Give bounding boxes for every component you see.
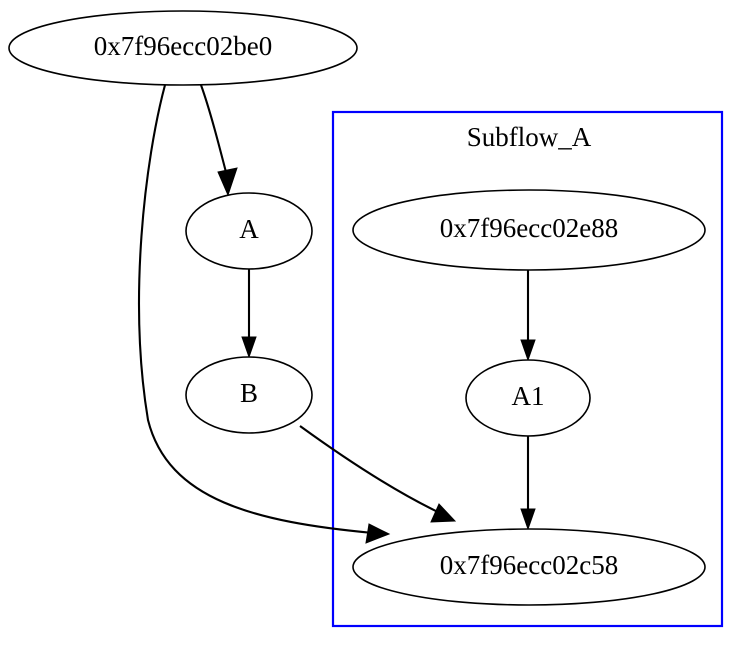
edge-line [299, 425, 441, 514]
edge-a1-to-sink [520, 436, 536, 531]
node-a-ellipse [185, 192, 313, 270]
node-sink-ellipse [352, 528, 706, 606]
edge-root-to-a [200, 84, 238, 197]
arrowhead-icon [520, 339, 536, 362]
node-root-ellipse [8, 10, 358, 86]
edge-line [200, 84, 230, 181]
node-a1[interactable]: A1 [465, 359, 591, 437]
node-b-ellipse [185, 356, 313, 434]
node-sub-head[interactable]: 0x7f96ecc02e88 [352, 189, 706, 271]
edges-layer [138, 84, 536, 544]
arrowhead-icon [365, 523, 391, 544]
edge-root-to-sink [138, 84, 391, 544]
node-a1-label: A1 [512, 381, 545, 411]
node-a1-ellipse [465, 359, 591, 437]
node-b-label: B [240, 378, 258, 408]
node-sub-head-ellipse [352, 189, 706, 271]
node-a-label: A [239, 214, 259, 244]
node-root[interactable]: 0x7f96ecc02be0 [8, 10, 358, 86]
node-sink[interactable]: 0x7f96ecc02c58 [352, 528, 706, 606]
edge-b-to-sink [299, 425, 457, 523]
node-sink-label: 0x7f96ecc02c58 [440, 550, 618, 580]
edge-a-to-b [241, 269, 257, 359]
node-root-label: 0x7f96ecc02be0 [94, 31, 272, 61]
node-a[interactable]: A [185, 192, 313, 270]
cluster-label: Subflow_A [467, 122, 592, 152]
edge-line [138, 84, 374, 535]
cluster-border [331, 110, 724, 628]
node-sub-head-label: 0x7f96ecc02e88 [440, 213, 618, 243]
edge-subhead-to-a1 [520, 270, 536, 362]
arrowhead-icon [520, 508, 536, 531]
node-b[interactable]: B [185, 356, 313, 434]
arrowhead-icon [241, 336, 257, 359]
arrowhead-icon [217, 167, 238, 197]
arrowhead-icon [430, 503, 457, 523]
cluster-subflow-a[interactable]: Subflow_A [331, 110, 724, 628]
